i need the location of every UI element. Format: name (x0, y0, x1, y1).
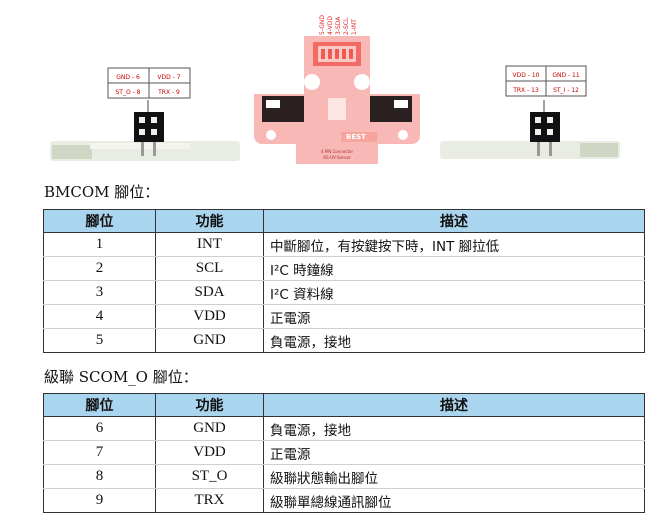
pin-description: 中斷腳位，有按鍵按下時，INT 腳拉低 (263, 232, 645, 257)
pin-function: ST_O (155, 464, 264, 489)
table-row: 9 TRX 級聯單總線通訊腳位 (43, 488, 645, 513)
scom-pin-table: 腳位 功能 描述 6 GND 負電源，接地 7 VDD 正電源 8 ST_O 級… (43, 393, 645, 513)
pin-label-4-vdd: 4-VDD (327, 16, 334, 35)
pin-description: 負電源，接地 (263, 416, 645, 441)
table-row: 4 VDD 正電源 (43, 304, 645, 329)
pin-description: 級聯單總線通訊腳位 (263, 488, 645, 513)
pin-label-5-gnd: 5-GND (319, 15, 326, 35)
table-row: 6 GND 負電源，接地 (43, 416, 645, 441)
pin-number: 9 (43, 488, 156, 513)
header-pin: 腳位 (43, 393, 156, 417)
pin-function: GND (155, 328, 264, 353)
pin-number: 5 (43, 328, 156, 353)
label-gnd-11: GND - 11 (552, 72, 580, 79)
pin-label-3-sda: 3-SDA (335, 16, 342, 35)
pin-function: TRX (155, 488, 264, 513)
brand-logo: BEST (346, 133, 366, 141)
header-description: 描述 (263, 209, 645, 233)
pin-number: 7 (43, 440, 156, 465)
table-header-row: 腳位 功能 描述 (43, 393, 645, 417)
module-pinout-figure: GND - 6 VDD - 7 ST_O - 8 TRX - 9 BEST 4 … (50, 15, 620, 164)
pin-description: 正電源 (263, 440, 645, 465)
pin-function: VDD (155, 440, 264, 465)
board-text-1: 4 PIN Connector (321, 149, 354, 154)
label-vdd-7: VDD - 7 (157, 74, 180, 81)
table-header-row: 腳位 功能 描述 (43, 209, 645, 233)
pin-number: 3 (43, 280, 156, 305)
label-vdd-10: VDD - 10 (513, 72, 540, 79)
pin-number: 1 (43, 232, 156, 257)
left-side-view (50, 100, 240, 161)
pin-description: 負電源，接地 (263, 328, 645, 353)
pin-function: INT (155, 232, 264, 257)
header-function: 功能 (155, 209, 264, 233)
header-pin-labels: 5-GND 4-VDD 3-SDA 2-SCL 1-INT (319, 15, 358, 35)
header-description: 描述 (263, 393, 645, 417)
label-gnd-6: GND - 6 (116, 74, 140, 81)
table-row: 2 SCL I²C 時鐘線 (43, 256, 645, 281)
bmcom-pin-table: 腳位 功能 描述 1 INT 中斷腳位，有按鍵按下時，INT 腳拉低 2 SCL… (43, 209, 645, 353)
center-board: BEST 4 PIN Connector RS-UV-Sensor (254, 36, 420, 164)
pin-description: I²C 時鐘線 (263, 256, 645, 281)
header-function: 功能 (155, 393, 264, 417)
pin-number: 8 (43, 464, 156, 489)
pin-function: SDA (155, 280, 264, 305)
right-side-view (440, 100, 620, 159)
pin-description: 正電源 (263, 304, 645, 329)
board-text-2: RS-UV-Sensor (323, 155, 351, 160)
table-row: 5 GND 負電源，接地 (43, 328, 645, 353)
table-row: 1 INT 中斷腳位，有按鍵按下時，INT 腳拉低 (43, 232, 645, 257)
table-row: 7 VDD 正電源 (43, 440, 645, 465)
pin-number: 2 (43, 256, 156, 281)
pin-number: 4 (43, 304, 156, 329)
pin-function: SCL (155, 256, 264, 281)
pin-label-2-scl: 2-SCL (343, 17, 350, 35)
right-pin-label-box: VDD - 10 GND - 11 TRX - 13 ST_I - 12 (505, 65, 587, 97)
label-st-i-12: ST_I - 12 (553, 87, 579, 94)
label-trx-13: TRX - 13 (512, 87, 539, 94)
table-row: 3 SDA I²C 資料線 (43, 280, 645, 305)
header-pin: 腳位 (43, 209, 156, 233)
pin-description: I²C 資料線 (263, 280, 645, 305)
pin-function: VDD (155, 304, 264, 329)
pin-number: 6 (43, 416, 156, 441)
pin-function: GND (155, 416, 264, 441)
table-row: 8 ST_O 級聯狀態輸出腳位 (43, 464, 645, 489)
label-st-o-8: ST_O - 8 (116, 89, 141, 96)
scom-caption: 級聯 SCOM_O 腳位： (44, 368, 198, 386)
label-trx-9: TRX - 9 (157, 89, 180, 96)
bmcom-caption: BMCOM 腳位： (44, 183, 160, 201)
pin-description: 級聯狀態輸出腳位 (263, 464, 645, 489)
left-pin-label-box: GND - 6 VDD - 7 ST_O - 8 TRX - 9 (107, 67, 191, 99)
pin-label-1-int: 1-INT (351, 19, 358, 35)
